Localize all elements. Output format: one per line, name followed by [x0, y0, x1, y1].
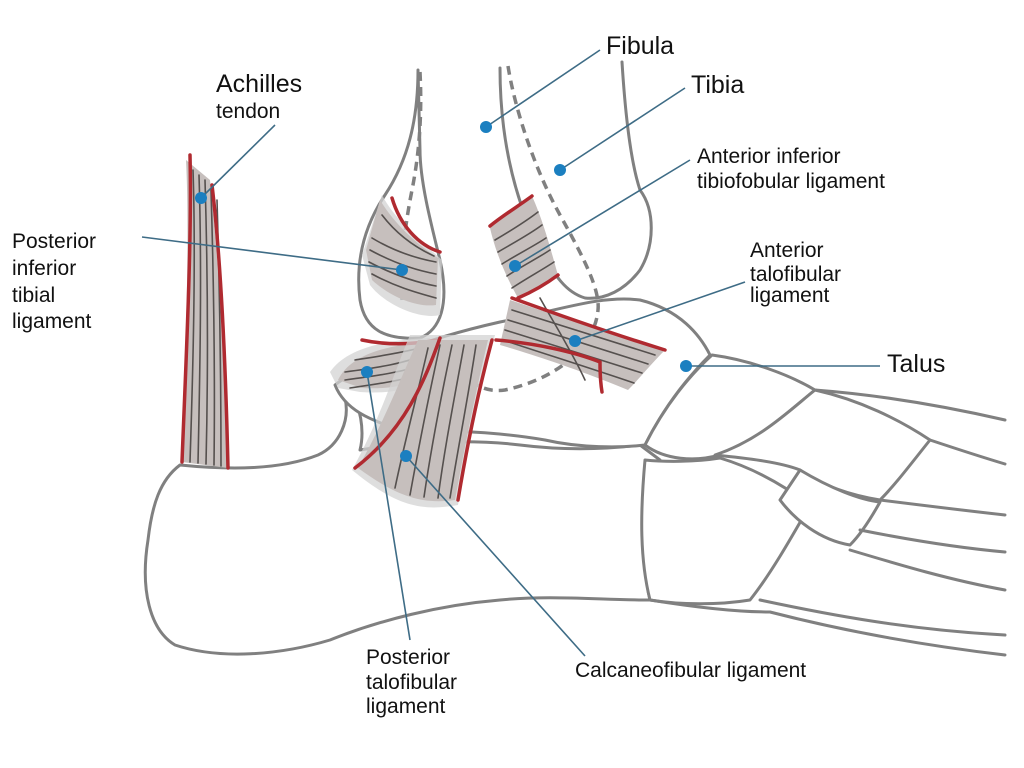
label-anterior-talofibular-ligament: Anterior talofibular ligament — [750, 239, 847, 307]
leader-fibula — [485, 49, 601, 128]
leader-lines — [141, 49, 880, 657]
label-posterior-inferior-tibial-ligament: Posterior inferior tibial ligament — [12, 230, 102, 333]
label-ptfl-line-1: Posterior — [366, 646, 450, 669]
label-aitfl-line-2: tibiofobular ligament — [697, 170, 885, 193]
leader-pitl — [141, 236, 403, 271]
label-talus: Talus — [887, 350, 945, 378]
metatarsal-line — [758, 598, 1007, 637]
leader-atfl — [574, 281, 746, 342]
leader-tibia — [559, 87, 686, 171]
label-posterior-talofibular-ligament: Posterior talofibular ligament — [366, 646, 463, 718]
anterior-inferior-tibiofibular-ligament-shape — [488, 194, 560, 300]
marker-fibula — [480, 121, 492, 133]
label-fibula: Fibula — [606, 32, 674, 60]
metatarsal-line — [648, 598, 1007, 657]
marker-cfl — [400, 450, 412, 462]
markers — [195, 121, 692, 462]
marker-aitfl — [509, 260, 521, 272]
marker-atfl — [569, 335, 581, 347]
labels: Fibula Tibia Achilles tendon Anterior in… — [12, 32, 945, 718]
label-aitfl-line-1: Anterior inferior — [697, 145, 841, 168]
label-pitl-line-4: ligament — [12, 310, 92, 333]
label-achilles-line-2: tendon — [216, 100, 280, 123]
label-pitl-line-1: Posterior — [12, 230, 96, 253]
marker-talus — [680, 360, 692, 372]
cuneiform-bone — [713, 388, 932, 502]
marker-ptfl — [361, 366, 373, 378]
marker-tibia — [554, 164, 566, 176]
metatarsal-line — [813, 388, 1007, 422]
posterior-inferior-tibial-ligament-shape — [362, 195, 442, 316]
label-atfl-line-2: talofibular — [750, 263, 841, 286]
marker-achilles — [195, 192, 207, 204]
cuboid-bone — [640, 456, 812, 606]
leader-aitfl — [514, 159, 691, 267]
leader-achilles — [200, 124, 276, 199]
label-achilles-tendon: Achilles tendon — [216, 70, 307, 123]
label-tibia: Tibia — [691, 71, 744, 99]
leader-cfl — [405, 455, 586, 657]
calcaneofibular-ligament-shape — [352, 335, 495, 508]
marker-pitl — [396, 264, 408, 276]
label-calcaneofibular-ligament: Calcaneofibular ligament — [575, 659, 806, 682]
metatarsal-line — [848, 548, 1007, 592]
metatarsal-line — [878, 498, 1007, 517]
label-atfl-line-3: ligament — [750, 284, 830, 307]
metatarsal-line — [858, 528, 1007, 554]
tibia-dashed-outline — [468, 65, 600, 393]
label-pitl-line-3: tibial — [12, 284, 55, 307]
anterior-talofibular-ligament-shape — [494, 296, 667, 394]
label-ptfl-line-2: talofibular — [366, 671, 457, 694]
metatarsal-line — [928, 438, 1007, 466]
label-achilles-line-1: Achilles — [216, 70, 302, 98]
label-atfl-line-1: Anterior — [750, 239, 824, 262]
label-ptfl-line-3: ligament — [366, 695, 446, 718]
label-pitl-line-2: inferior — [12, 257, 76, 280]
achilles-tendon-shape — [180, 153, 230, 470]
ligaments — [180, 153, 667, 508]
label-anterior-inferior-tibiofibular-ligament: Anterior inferior tibiofobular ligament — [697, 145, 885, 193]
leader-ptfl — [366, 371, 411, 641]
